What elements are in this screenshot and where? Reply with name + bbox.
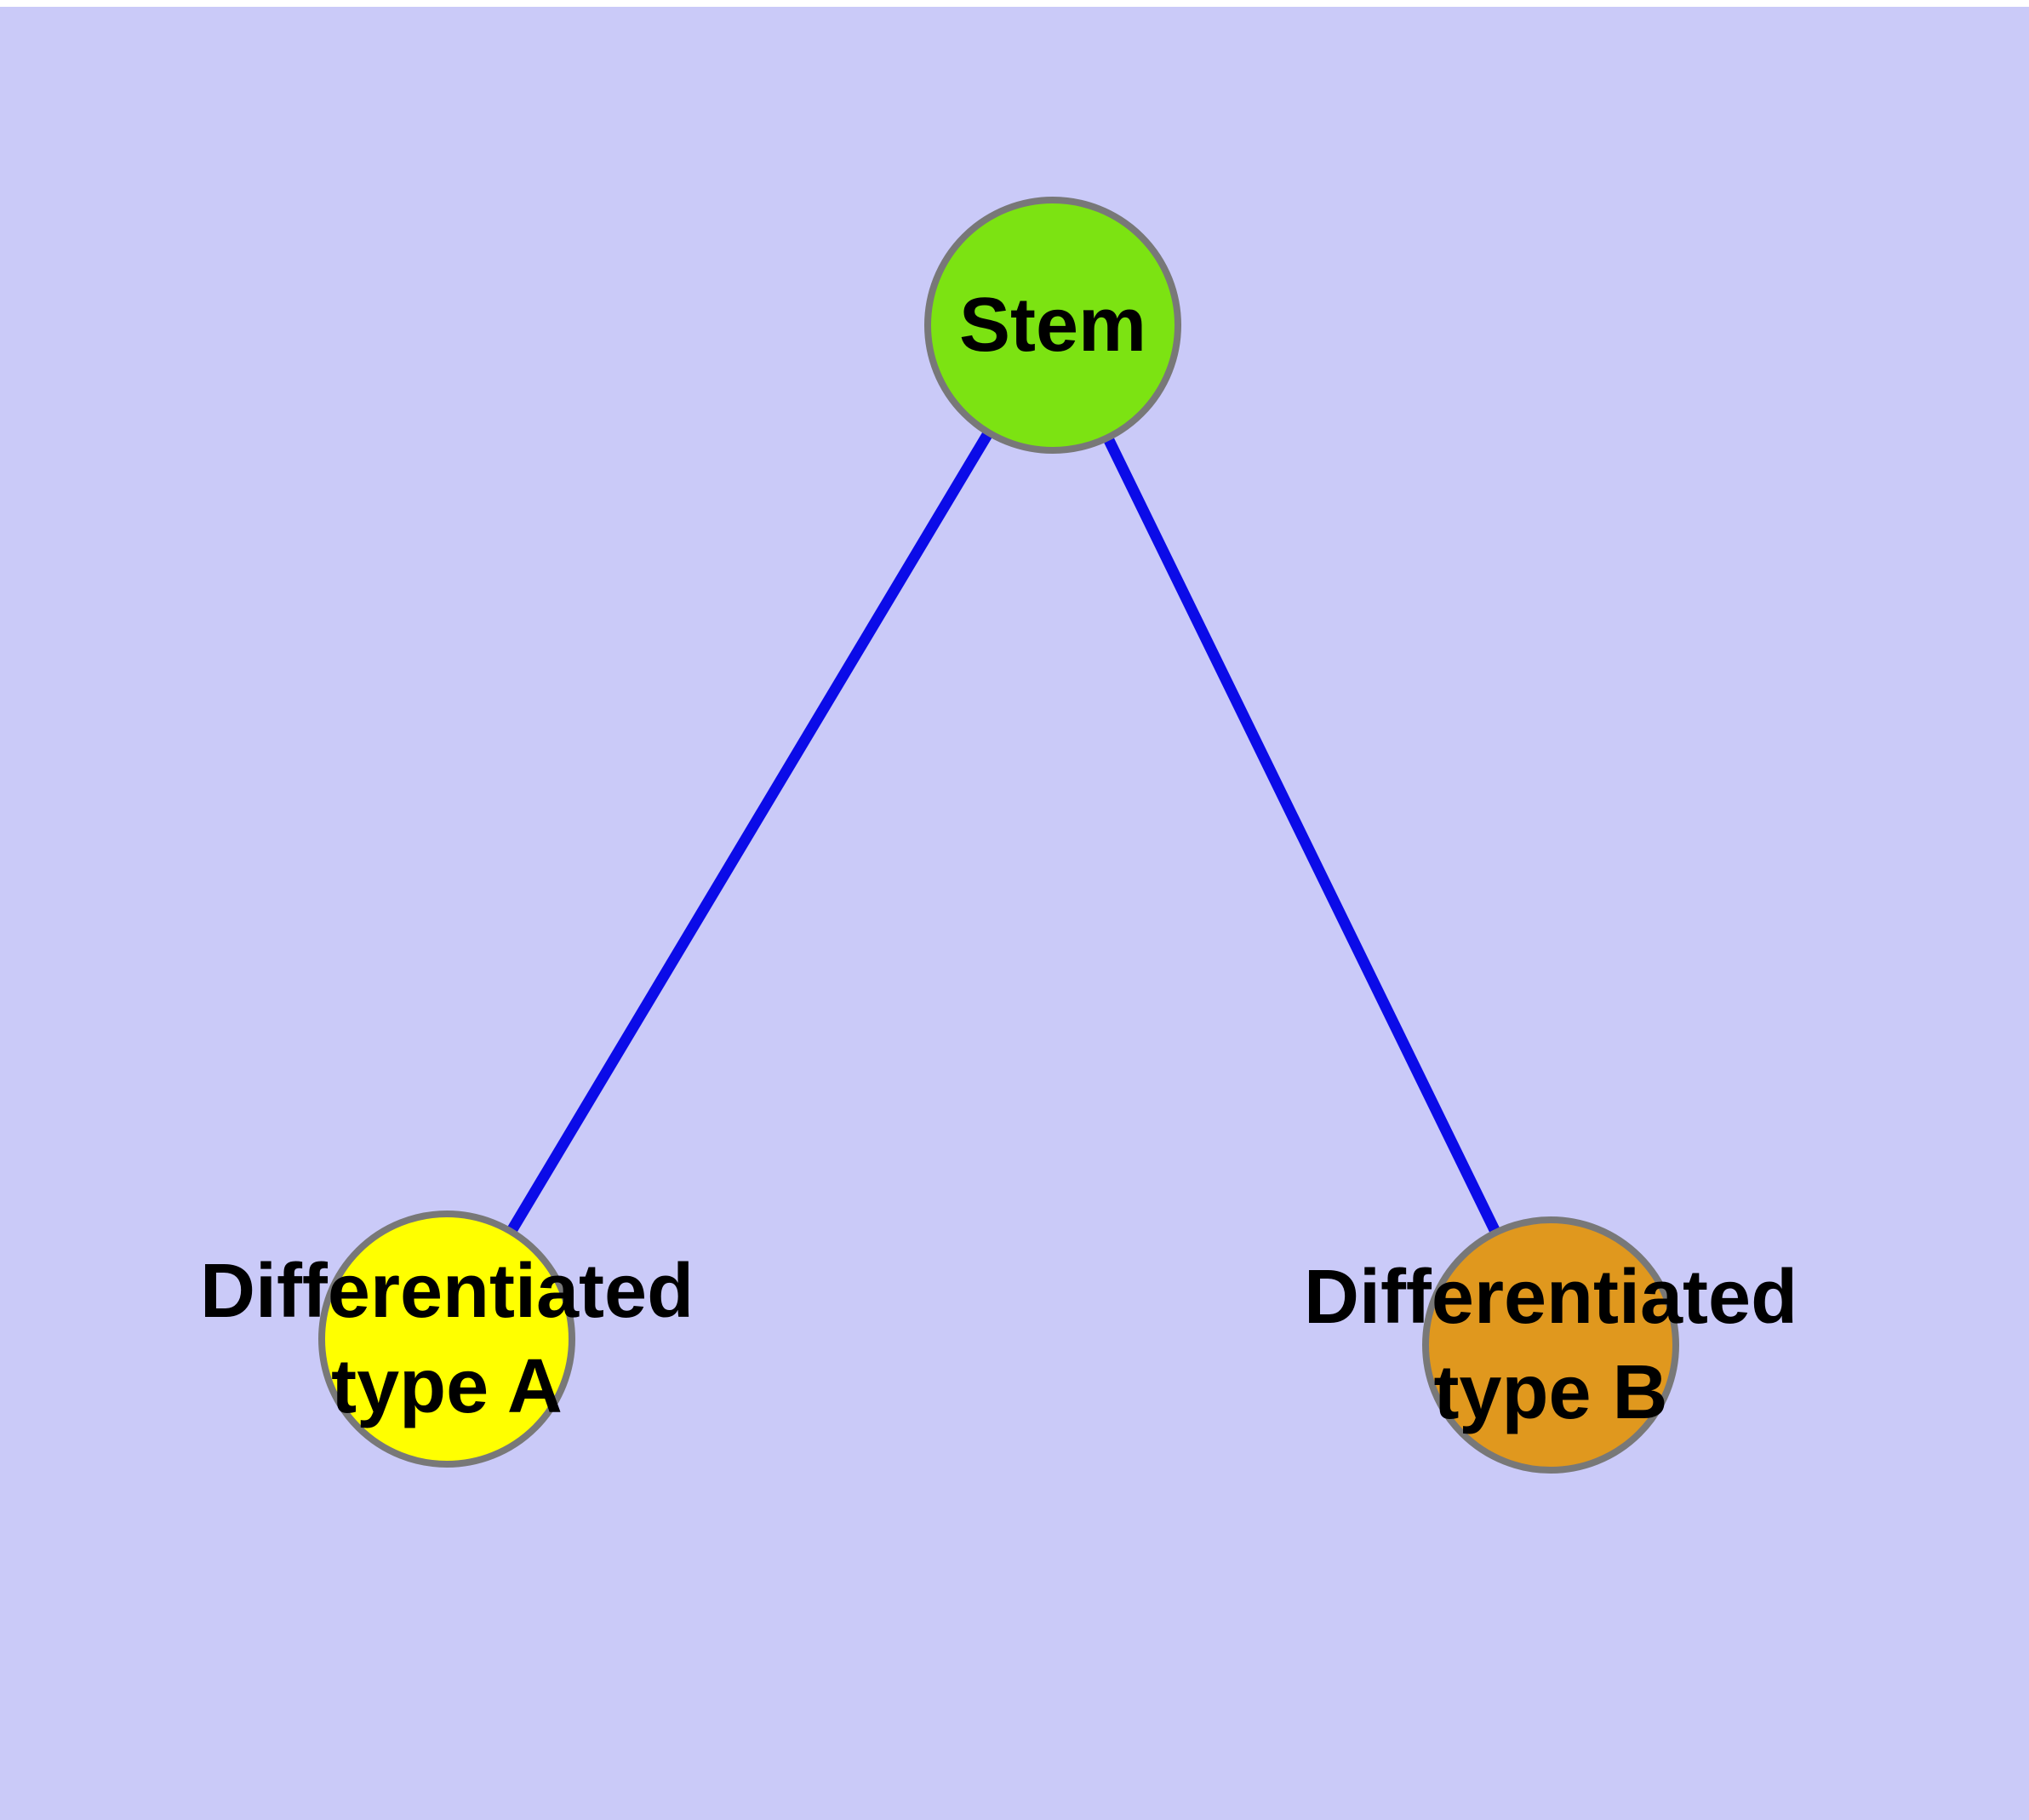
node-differentiated-type-b-label: Differentiated type B [1304, 1250, 1798, 1440]
edge-layer [442, 322, 1556, 1348]
node-stem-label-text: Stem [958, 283, 1147, 368]
type-b-label-line-2: type B [1433, 1350, 1668, 1435]
node-differentiated-type-a [318, 1210, 575, 1468]
diagram-canvas: Stem Differentiated type A Differentiate… [0, 7, 2029, 1820]
type-a-label-line-2: type A [331, 1344, 563, 1429]
node-differentiated-type-b [1422, 1216, 1679, 1474]
node-stem-label: Stem [959, 278, 1146, 373]
node-stem [924, 197, 1181, 454]
edge-stem-to-type-a [442, 322, 1058, 1342]
top-white-margin [0, 0, 2029, 7]
node-differentiated-type-a-label: Differentiated type A [200, 1244, 694, 1434]
edge-stem-to-type-b [1048, 323, 1556, 1348]
type-a-label-line-1: Differentiated [199, 1249, 694, 1334]
type-b-label-line-1: Differentiated [1303, 1255, 1798, 1340]
